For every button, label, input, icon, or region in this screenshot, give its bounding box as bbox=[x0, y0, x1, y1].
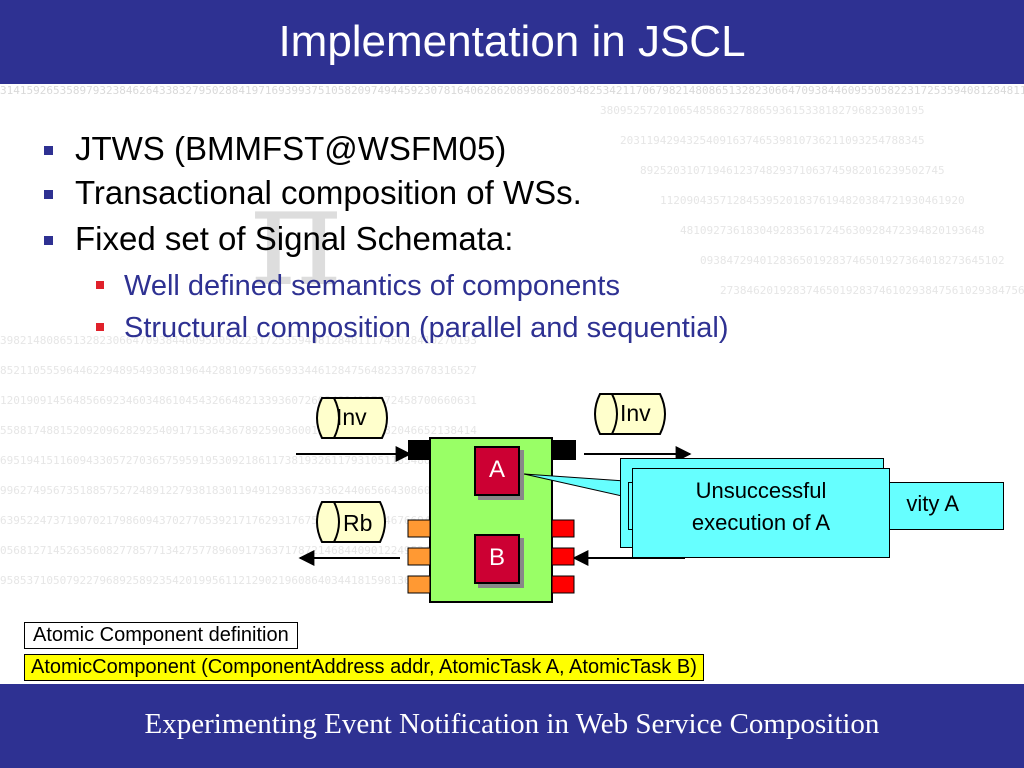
bullet-square-icon bbox=[44, 190, 53, 199]
svg-text:112090435712845395201837619482: 1120904357128453952018376194820384721930… bbox=[660, 194, 965, 207]
svg-text:203119429432540916374653981073: 2031194294325409163746539810736211093254… bbox=[620, 134, 925, 147]
svg-text:852110555964462294895493038196: 8521105559644622948954930381964428810975… bbox=[0, 364, 477, 377]
right-port bbox=[551, 547, 575, 566]
inv-signal-right-shape bbox=[594, 393, 666, 435]
pi-watermark-icon: π bbox=[250, 155, 342, 318]
svg-text:380952572010654858632788659361: 3809525720106548586327886593615338182796… bbox=[600, 104, 925, 117]
sub-bullet-text: Structural composition (parallel and seq… bbox=[124, 312, 729, 344]
callout-line-2: execution of A bbox=[691, 510, 831, 535]
task-b: B bbox=[474, 534, 520, 584]
input-port bbox=[408, 440, 430, 460]
footer-text: Experimenting Event Notification in Web … bbox=[144, 708, 880, 740]
callout-line-1: Unsuccessful bbox=[695, 478, 827, 503]
bullet-item: JTWS (BMMFST@WSFM05) bbox=[44, 130, 506, 168]
bullet-text: Transactional composition of WSs. bbox=[75, 174, 582, 211]
task-a: A bbox=[474, 446, 520, 496]
inv-signal-left-wave bbox=[333, 397, 340, 439]
definition-label: Atomic Component definition bbox=[24, 622, 298, 649]
bullet-square-icon bbox=[44, 236, 53, 245]
slide-title: Implementation in JSCL bbox=[278, 17, 746, 66]
bullet-item: Fixed set of Signal Schemata: bbox=[44, 220, 513, 258]
sub-bullet-square-icon bbox=[96, 323, 104, 331]
right-port bbox=[551, 519, 575, 538]
background-pi-pattern: 3141592653589793238462643383279502884197… bbox=[0, 84, 1024, 587]
inv-signal-left-shape bbox=[316, 397, 388, 439]
callout-unsuccessful-execution: Unsuccessful execution of A bbox=[632, 468, 890, 558]
bullet-square-icon bbox=[44, 146, 53, 155]
sub-bullet-item: Well defined semantics of components bbox=[96, 270, 620, 303]
inv-signal-right-label: Inv bbox=[620, 400, 651, 426]
left-port bbox=[407, 575, 431, 594]
definition-code: AtomicComponent (ComponentAddress addr, … bbox=[24, 654, 704, 681]
bullet-text: JTWS (BMMFST@WSFM05) bbox=[75, 130, 507, 167]
svg-text:481092736183049283561724563092: 4810927361830492835617245630928472394820… bbox=[680, 224, 985, 237]
svg-text:056812714526356082778577134275: 0568127145263560827785771342757789609173… bbox=[0, 544, 477, 557]
bullet-item: Transactional composition of WSs. bbox=[44, 174, 582, 212]
svg-text:958537105079227968925892354201: 9585371050792279689258923542019956112129… bbox=[0, 574, 477, 587]
svg-text:093847294012836501928374650192: 0938472940128365019283746501927364018273… bbox=[700, 254, 1005, 267]
inv-signal-left-label: Inv bbox=[336, 404, 367, 430]
svg-text:398214808651328230664709384460: 3982148086513282306647093844609550582231… bbox=[0, 334, 477, 347]
rb-signal-shape bbox=[316, 501, 386, 543]
inv-signal-right-wave bbox=[611, 393, 618, 435]
bg-digit-rows: 3809525720106548586327886593615338182796… bbox=[0, 104, 1024, 587]
output-port bbox=[552, 440, 576, 460]
sub-bullet-item: Structural composition (parallel and seq… bbox=[96, 312, 728, 345]
bg-digits: 3141592653589793238462643383279502884197… bbox=[0, 84, 1024, 97]
rb-signal-wave bbox=[333, 501, 340, 543]
right-port bbox=[551, 575, 575, 594]
svg-text:892520310719461237482937106374: 8925203107194612374829371063745982016239… bbox=[640, 164, 945, 177]
svg-text:273846201928374650192837461029: 2738462019283746501928374610293847561029… bbox=[720, 284, 1024, 297]
left-port bbox=[407, 519, 431, 538]
rb-signal-label: Rb bbox=[343, 510, 373, 536]
svg-text:996274956735188575272489122793: 9962749567351885752724891227938183011949… bbox=[0, 484, 477, 497]
footer-bar bbox=[0, 684, 1024, 768]
sub-bullet-text: Well defined semantics of components bbox=[124, 270, 620, 302]
bullet-text: Fixed set of Signal Schemata: bbox=[75, 220, 514, 257]
callout-activity-text: vity A bbox=[906, 491, 959, 516]
left-port bbox=[407, 547, 431, 566]
svg-text:695194151160943305727036575959: 6951941511609433057270365759591953092186… bbox=[0, 454, 477, 467]
sub-bullet-square-icon bbox=[96, 281, 104, 289]
title-bar bbox=[0, 0, 1024, 84]
